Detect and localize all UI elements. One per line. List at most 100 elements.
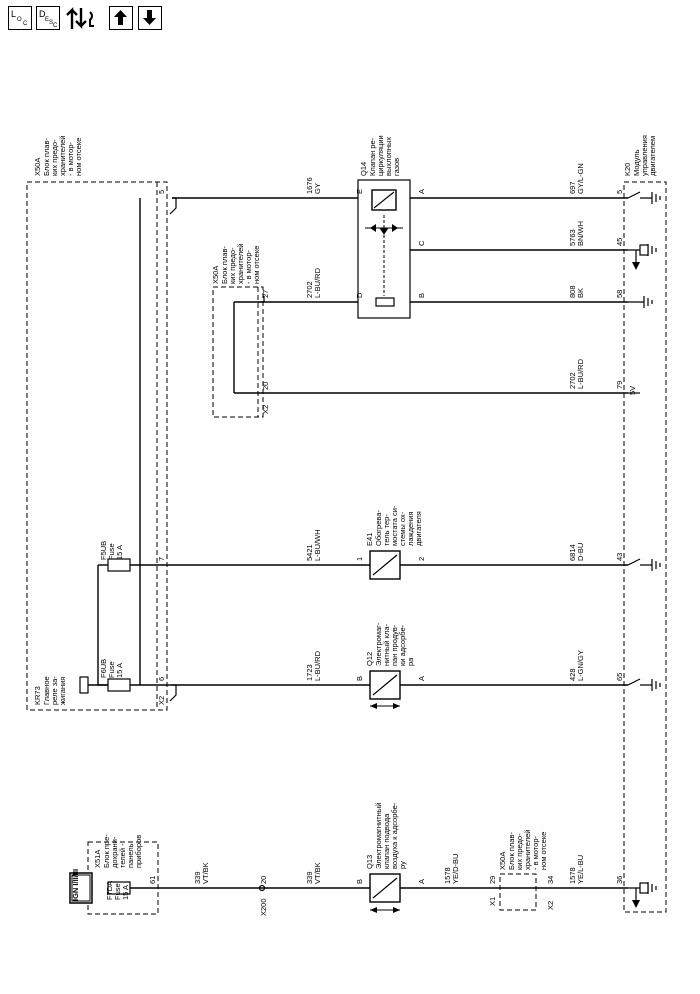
q14-pin-e: E	[355, 189, 364, 194]
x51a-desc-5: приборов	[134, 835, 143, 868]
wire-5763-num: 5763	[568, 229, 577, 246]
x51a-desc-1: Блок пре-	[102, 834, 111, 868]
kr73-desc-1: Главное	[42, 676, 51, 705]
x50a-bot-id: X50A	[498, 852, 507, 870]
q14-desc-3: выхлопных	[384, 137, 393, 176]
k20-pin-5: 5	[615, 190, 624, 194]
kr73-desc-2: реле за-	[50, 676, 59, 705]
f6ub-label-1: F6UB	[99, 659, 108, 678]
page-up-button[interactable]	[109, 6, 133, 30]
location-button[interactable]: L O C	[8, 6, 32, 30]
x50a-bot-desc-2: ких предо-	[515, 833, 524, 870]
k20-pin-79: 79	[615, 381, 624, 389]
q13-pin-a: A	[417, 879, 426, 884]
f7da-label-2: Fuse	[113, 883, 122, 900]
x50a-mid-x2: X2	[261, 405, 270, 414]
e41-desc-2: тель тер-	[382, 514, 391, 546]
description-button[interactable]: D E S C	[36, 6, 60, 30]
x200-pin: 20	[259, 876, 268, 884]
description-icon: D E S C	[39, 9, 58, 28]
svg-text:D: D	[39, 9, 46, 19]
page-down-button[interactable]	[138, 6, 162, 30]
e41-desc-3: мостата си-	[390, 505, 399, 546]
x50a-mid-pin-20: 20	[261, 382, 270, 390]
x51a-pin-61: 61	[148, 876, 157, 884]
arrow-up-icon	[114, 10, 127, 25]
q13-desc-1: Электромагнитный	[374, 803, 383, 869]
x50a-mid-desc-1: Блок плав-	[220, 246, 229, 284]
k20-pin-58: 58	[615, 290, 624, 298]
location-icon: L O C	[11, 9, 28, 27]
x50a-mid-id: X50A	[211, 266, 220, 284]
arrow-down-icon	[143, 10, 156, 25]
swap-view-button[interactable]	[64, 4, 100, 32]
q12-desc-5: ра	[406, 657, 415, 666]
x51a-desc-2: дохрани-	[110, 836, 119, 868]
q14-pin-d: D	[355, 292, 364, 298]
k20-pin-36: 36	[615, 876, 624, 884]
q14-desc-2: циркуляции	[376, 135, 385, 176]
x50a-mid-pin-27: 27	[261, 290, 270, 298]
q13-desc-3: воздуха к адсорбе-	[390, 802, 399, 869]
wire-1578b-num: 1578	[568, 867, 577, 884]
svg-text:S: S	[49, 20, 53, 26]
wire-2702b-color: L-BU/RD	[576, 358, 585, 389]
x2-label: X2	[157, 696, 166, 705]
q12-pin-b: B	[355, 676, 364, 681]
q14-id: Q14	[359, 162, 368, 176]
x50a-bot-desc-4: - в мотор-	[531, 835, 540, 870]
e41-desc-6: двигателя	[414, 511, 423, 546]
e41-pin-2: 2	[417, 557, 426, 561]
x50a-top-desc-4: - в мотор-	[66, 141, 75, 176]
wire-428-color: L-GN/GY	[576, 650, 585, 681]
e41-desc-4: стемы ох-	[398, 511, 407, 546]
x51a-desc-4: панель	[126, 843, 135, 868]
q12-desc-2: нитный кла-	[382, 624, 391, 666]
f7da-label-1: F7DA	[105, 881, 114, 900]
q14-desc-1: Клапан ре-	[368, 137, 377, 176]
wire-339a-color: VT/BK	[201, 862, 210, 884]
f6ub-label-3: 15 A	[115, 663, 124, 678]
swap-arrows-icon	[66, 7, 94, 29]
q14-pin-b: B	[417, 293, 426, 298]
x50a-top-id: X50A	[33, 158, 42, 176]
k20-desc-3: двигателем	[648, 136, 657, 176]
wire-339a-num: 339	[193, 871, 202, 884]
e41-id: E41	[365, 533, 374, 546]
svg-text:C: C	[23, 21, 28, 27]
q13-desc-2: клапан подвода	[382, 813, 391, 869]
svg-text:C: C	[53, 23, 58, 28]
wire-2702a-color: L-BU/RD	[313, 267, 322, 298]
x200-id: X200	[259, 898, 268, 916]
x50a-mid-desc-4: - в мотор-	[244, 249, 253, 284]
q12-desc-3: пан продув-	[390, 624, 399, 666]
q12-id: Q12	[365, 652, 374, 666]
x50a-bot-desc-1: Блок плав-	[507, 832, 516, 870]
k20-desc-1: Модуль	[632, 149, 641, 176]
wire-5421-color: L-BU/WH	[313, 529, 322, 561]
x50a-mid-desc-3: хранителей	[236, 244, 245, 284]
x2-pin-7: 7	[157, 557, 166, 561]
k20-id: K20	[623, 163, 632, 176]
x50a-top-desc-2: ких предо-	[50, 139, 59, 176]
kr73-id: KR73	[33, 686, 42, 705]
e41-desc-1: Обогрева-	[374, 510, 383, 546]
wire-1578a-num: 1578	[443, 867, 452, 884]
wire-5763-color: BN/WH	[576, 221, 585, 246]
svg-text:L: L	[11, 9, 16, 19]
wire-1723-num: 1723	[305, 664, 314, 681]
x50a-bot-pin-29: 29	[488, 876, 497, 884]
wire-5421-num: 5421	[305, 544, 314, 561]
x51a-desc-3: телей -	[118, 843, 127, 868]
q12-desc-4: ки адсорбе-	[398, 624, 407, 666]
f6ub-label-2: Fuse	[107, 661, 116, 678]
wire-2702a-num: 2702	[305, 281, 314, 298]
x50a-bot-x2: X2	[546, 901, 555, 910]
ign-label: IGN I/II/III	[71, 869, 80, 901]
q14-pin-c: C	[417, 240, 426, 246]
q13-pin-b: B	[355, 879, 364, 884]
wire-6814-color: D-BU	[576, 543, 585, 561]
q12-desc-1: Электромаг-	[374, 622, 383, 666]
wire-1676-color: GY	[313, 183, 322, 194]
